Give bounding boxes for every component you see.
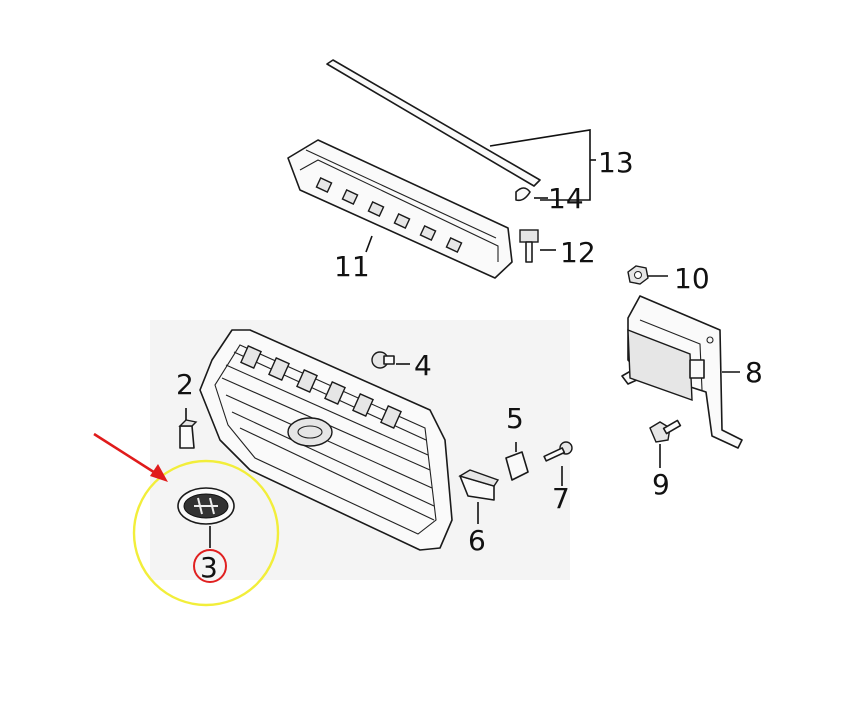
callout-5: 5 [506,402,524,435]
red-pointer-arrow [93,432,168,482]
bolt-part-12 [519,229,539,263]
callout-14: 14 [548,182,584,215]
nut-part-10 [627,265,649,285]
highlight-circle [132,459,280,607]
bracket-part-6 [458,469,500,501]
clip-part-4 [371,351,395,369]
grille-emblem-icon [287,417,333,447]
callout-13: 13 [598,146,634,179]
bolt-part-9 [649,419,682,443]
callout-8: 8 [745,356,763,389]
callout-2: 2 [176,368,194,401]
callout-11: 11 [334,250,370,283]
air-guide-part-11 [287,139,513,279]
seal-strip-part-13 [326,59,541,187]
label-ring [193,549,227,583]
callout-4: 4 [414,349,432,382]
callout-7: 7 [552,482,570,515]
clip-part-14 [515,187,531,202]
callout-3: 3 [200,551,218,584]
radiator-grille [199,329,453,551]
emblem-part-3 [177,487,235,525]
bracket-part-5 [505,451,529,481]
callout-9: 9 [652,468,670,501]
callout-12: 12 [560,236,596,269]
callout-6: 6 [468,524,486,557]
leader-lines [185,129,740,548]
bracket-part-2 [178,419,198,449]
screw-part-7 [543,441,573,462]
bracket-module-part-8 [621,295,743,449]
callout-10: 10 [674,262,710,295]
callout-labels: 2 3 4 5 6 7 8 9 10 11 12 13 14 [176,146,763,584]
